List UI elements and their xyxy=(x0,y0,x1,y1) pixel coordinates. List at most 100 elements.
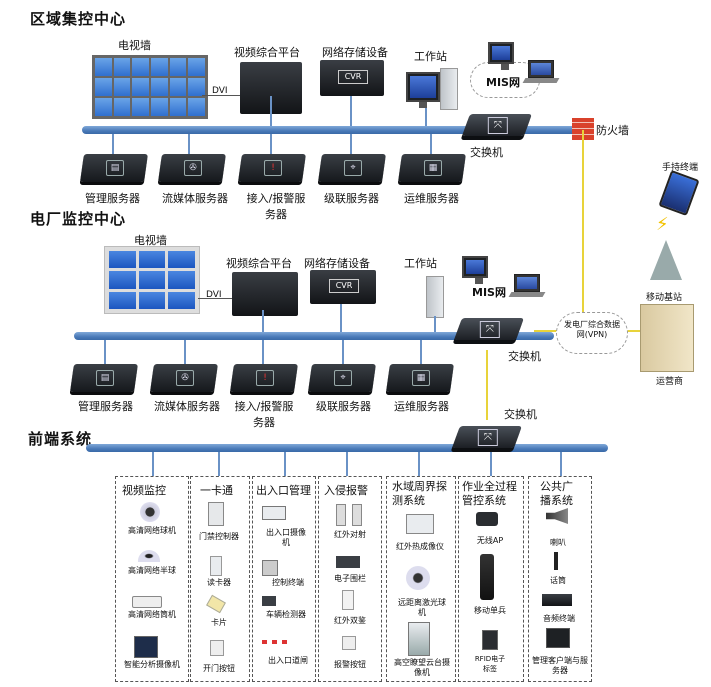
plant-network-bus xyxy=(74,332,554,340)
bullet-camera-icon xyxy=(132,596,162,608)
frontend-title: 前端系统 xyxy=(28,430,93,448)
half-dome-camera-icon xyxy=(138,550,160,562)
lightning-icon: ⚡ xyxy=(656,214,669,235)
management-icon: ▤ xyxy=(106,160,124,176)
switch-icon: ⤧ xyxy=(477,429,498,446)
frontend-network-bus xyxy=(86,444,608,452)
group-4-title: 水域周界探测系统 xyxy=(392,480,447,507)
firewall-icon xyxy=(572,118,594,140)
dual-sensor-icon xyxy=(342,590,354,610)
group-3-item-0: 红外对射 xyxy=(334,530,366,539)
regional-streaming-server: ✇ xyxy=(158,154,226,182)
base-station-icon xyxy=(650,240,682,280)
plant-video-platform-label: 视频综合平台 xyxy=(226,257,292,270)
regional-center-title: 区域集控中心 xyxy=(30,10,127,28)
group-2-item-2: 车辆检测器 xyxy=(266,610,306,619)
handheld-label: 手持终端 xyxy=(662,163,699,173)
group-5-title: 作业全过程管控系统 xyxy=(462,480,517,507)
group-0-item-3: 智能分析摄像机 xyxy=(124,660,180,669)
group-2-item-1: 控制终端 xyxy=(272,578,304,587)
group-6-item-2: 音频终端 xyxy=(543,614,575,623)
regional-management-server: ▤ xyxy=(80,154,148,182)
plant-cascade-server: ⌖ xyxy=(308,364,376,392)
group-3-item-3: 报警按钮 xyxy=(334,660,366,669)
group-6-item-0: 喇叭 xyxy=(550,538,566,547)
plant-storage: CVR xyxy=(310,270,376,304)
plant-mis-label: MIS网 xyxy=(472,286,506,299)
cascade-icon: ⌖ xyxy=(344,160,362,176)
plant-video-wall-label: 电视墙 xyxy=(134,234,167,247)
plant-video-wall xyxy=(104,246,200,314)
group-1-item-2: 卡片 xyxy=(211,618,227,627)
group-3-item-1: 电子围栏 xyxy=(334,574,366,583)
management-icon: ▤ xyxy=(96,370,114,386)
plant-streaming-server: ✇ xyxy=(150,364,218,392)
plant-server-label-3: 级联服务器 xyxy=(316,400,371,413)
ops-icon: ▦ xyxy=(412,370,430,386)
ops-icon: ▦ xyxy=(424,160,442,176)
group-0-item-0: 高清网络球机 xyxy=(128,526,176,535)
regional-dvi-label: DVI xyxy=(212,86,228,96)
regional-mis-pc-icon xyxy=(488,42,514,70)
plant-server-label-1: 流媒体服务器 xyxy=(154,400,220,413)
group-0-item-1: 高清网络半球 xyxy=(128,566,176,575)
electric-fence-icon xyxy=(336,556,360,568)
plant-video-platform xyxy=(232,272,298,316)
group-1-item-1: 读卡器 xyxy=(207,578,231,587)
audio-terminal-icon xyxy=(542,594,572,606)
group-one-card xyxy=(190,476,250,682)
plant-workstation-tower-icon xyxy=(426,276,444,318)
regional-workstation-tower-icon xyxy=(440,68,458,110)
regional-video-wall xyxy=(92,55,208,119)
regional-ops-server: ▦ xyxy=(398,154,466,182)
high-altitude-camera-icon xyxy=(408,622,430,656)
vehicle-detector-icon xyxy=(262,596,276,606)
operator-server-icon xyxy=(640,304,694,372)
group-6-item-1: 话筒 xyxy=(550,576,566,585)
plant-dvi-label: DVI xyxy=(206,290,222,300)
group-6-title: 公共广播系统 xyxy=(540,480,573,507)
plant-switch: ⤧ xyxy=(453,318,525,340)
alarm-icon: ! xyxy=(264,160,282,176)
regional-server-label-1: 流媒体服务器 xyxy=(162,192,228,205)
plant-server-label-0: 管理服务器 xyxy=(78,400,133,413)
regional-network-bus xyxy=(82,126,582,134)
plant-mis-laptop-icon xyxy=(514,274,540,292)
group-intrusion xyxy=(318,476,382,682)
control-terminal-icon xyxy=(262,560,278,576)
switch-icon: ⤧ xyxy=(487,117,508,134)
plant-storage-label: 网络存储设备 xyxy=(304,257,370,270)
card-reader-icon xyxy=(210,556,222,576)
handheld-icon xyxy=(658,170,700,216)
regional-cvr-label: CVR xyxy=(338,70,368,84)
management-client-icon xyxy=(546,628,570,648)
microphone-icon xyxy=(554,552,558,570)
group-1-item-3: 开门按钮 xyxy=(203,664,235,673)
plant-mis-pc-icon xyxy=(462,256,488,284)
frontend-switch: ⤧ xyxy=(451,426,523,448)
plant-management-server: ▤ xyxy=(70,364,138,392)
smart-camera-icon xyxy=(134,636,158,658)
entrance-camera-icon xyxy=(262,506,286,520)
regional-mis-label: MIS网 xyxy=(486,76,520,89)
regional-workstation-label: 工作站 xyxy=(414,50,447,63)
regional-storage-label: 网络存储设备 xyxy=(322,46,388,59)
regional-server-label-0: 管理服务器 xyxy=(85,192,140,205)
door-controller-icon xyxy=(208,502,224,526)
barrier-gate-icon xyxy=(262,640,292,644)
group-0-item-2: 高清网络筒机 xyxy=(128,610,176,619)
plant-workstation-label: 工作站 xyxy=(404,257,437,270)
plant-center-title: 电厂监控中心 xyxy=(30,210,127,228)
frontend-switch-label: 交换机 xyxy=(504,408,537,421)
base-station-label: 移动基站 xyxy=(646,293,683,303)
regional-dvi-line xyxy=(202,95,240,96)
switch-icon: ⤧ xyxy=(479,321,500,338)
regional-server-label-3: 级联服务器 xyxy=(324,192,379,205)
group-5-item-2: RFID电子标签 xyxy=(474,655,506,673)
regional-server-label-4: 运维服务器 xyxy=(404,192,459,205)
group-broadcast xyxy=(528,476,592,682)
mobile-unit-icon xyxy=(480,554,494,600)
group-1-title: 一卡通 xyxy=(200,484,233,497)
data-network-label: 发电厂综合数据网(VPN) xyxy=(564,320,620,339)
group-6-item-3: 管理客户端与服务器 xyxy=(532,656,588,675)
